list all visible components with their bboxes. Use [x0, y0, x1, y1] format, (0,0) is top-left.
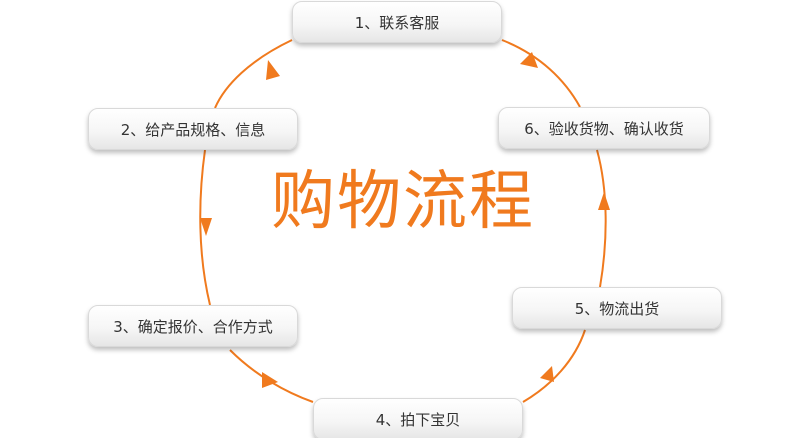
arrow-icon: [262, 372, 278, 388]
arrow-icon: [200, 218, 212, 236]
arrow-icon: [598, 192, 610, 210]
step-box-contact-service: 1、联系客服: [292, 1, 502, 43]
step-box-confirm-quote: 3、确定报价、合作方式: [88, 305, 298, 347]
arrow-icon: [266, 60, 280, 80]
diagram-title: 购物流程: [271, 165, 535, 239]
step-label: 4、拍下宝贝: [375, 410, 461, 429]
step-label: 3、确定报价、合作方式: [113, 317, 273, 336]
step-label: 5、物流出货: [574, 299, 660, 318]
step-box-inspect-confirm: 6、验收货物、确认收货: [498, 107, 710, 149]
step-label: 1、联系客服: [354, 13, 440, 32]
step-box-place-order: 4、拍下宝贝: [313, 398, 523, 438]
step-label: 2、给产品规格、信息: [120, 120, 266, 139]
arrow-icon: [520, 52, 538, 68]
step-box-logistics-shipping: 5、物流出货: [512, 287, 722, 329]
step-box-product-specs: 2、给产品规格、信息: [88, 108, 298, 150]
arc-6-to-1: [501, 39, 581, 108]
step-label: 6、验收货物、确认收货: [524, 119, 684, 138]
arc-1-to-2: [214, 39, 293, 109]
arc-5-to-6: [596, 149, 607, 288]
arc-3-to-4: [229, 349, 314, 403]
arc-2-to-3: [199, 149, 211, 306]
arrow-icon: [540, 366, 554, 382]
arc-4-to-5: [522, 329, 586, 403]
